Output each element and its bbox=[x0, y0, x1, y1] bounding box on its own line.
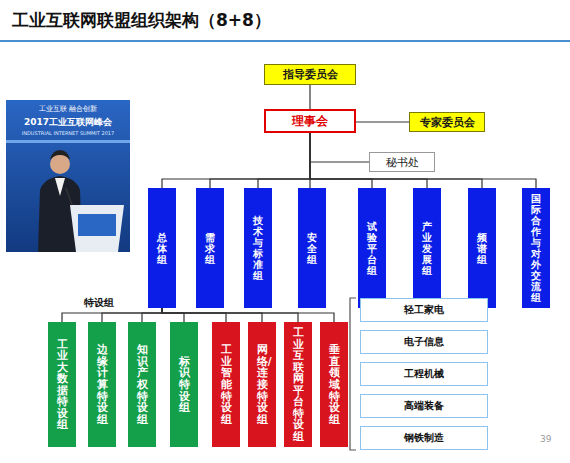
secretariat-box: 秘书处 bbox=[369, 152, 435, 172]
special-group-box: 工业互联网平台特设组 bbox=[284, 322, 312, 447]
connector bbox=[162, 308, 184, 322]
council-box: 理事会 bbox=[264, 109, 356, 133]
working-group-box: 安全组 bbox=[298, 188, 326, 308]
committee-box: 指导委员会 bbox=[264, 64, 356, 85]
photo-text: 2017工业互联网峰会 bbox=[6, 116, 130, 129]
connector bbox=[310, 133, 482, 188]
node-label: 网络/连接特设组 bbox=[257, 344, 268, 425]
node-label: 电子信息 bbox=[404, 335, 444, 349]
working-group-box: 技术与标准组 bbox=[244, 188, 272, 308]
node-label: 工业智能特设组 bbox=[221, 344, 232, 425]
node-label: 产业发展组 bbox=[422, 221, 432, 276]
connector bbox=[210, 133, 310, 188]
microphone bbox=[66, 188, 72, 205]
node-label: 垂直领域特设组 bbox=[329, 344, 340, 425]
special-group-box: 网络/连接特设组 bbox=[248, 322, 276, 447]
photo-text: INDUSTRIAL INTERNET SUMMIT 2017 bbox=[6, 130, 130, 136]
podium bbox=[70, 205, 124, 252]
node-label: 安全组 bbox=[307, 232, 317, 265]
sector-box: 钢铁制造 bbox=[360, 426, 488, 450]
special-group-box: 标识特设组 bbox=[170, 322, 198, 447]
connector bbox=[162, 308, 334, 322]
node-label: 专家委员会 bbox=[420, 115, 475, 130]
working-group-box: 需求组 bbox=[196, 188, 224, 308]
node-label: 理事会 bbox=[292, 113, 328, 130]
connector bbox=[258, 133, 310, 188]
node-label: 高端装备 bbox=[404, 399, 444, 413]
node-label: 技术与标准组 bbox=[253, 215, 263, 281]
connector bbox=[356, 121, 409, 122]
special-group-box: 知识产权特设组 bbox=[128, 322, 156, 447]
page-number: 39 bbox=[540, 434, 551, 444]
node-label: 工业互联网平台特设组 bbox=[293, 327, 304, 442]
node-label: 指导委员会 bbox=[283, 67, 338, 82]
connector bbox=[309, 85, 310, 109]
node-label: 轻工家电 bbox=[404, 303, 444, 317]
bracket bbox=[350, 298, 356, 450]
node-label: 标识特设组 bbox=[179, 356, 190, 414]
title-rule bbox=[0, 40, 570, 42]
connector bbox=[310, 133, 369, 162]
working-group-box: 产业发展组 bbox=[413, 188, 441, 308]
photo-backdrop bbox=[6, 100, 130, 252]
node-label: 工业大数据特设组 bbox=[57, 339, 68, 431]
working-group-box: 国际合作与对外交流组 bbox=[522, 188, 550, 308]
photo-stripe bbox=[6, 140, 130, 143]
special-group-box: 垂直领域特设组 bbox=[320, 322, 348, 447]
node-label: 钢铁制造 bbox=[404, 431, 444, 445]
connector bbox=[310, 133, 536, 188]
special-group-box: 工业智能特设组 bbox=[212, 322, 240, 447]
connector bbox=[162, 308, 262, 322]
group-caption: 特设组 bbox=[84, 296, 114, 310]
podium-panel bbox=[78, 214, 116, 236]
connector bbox=[142, 308, 162, 322]
committee-box: 专家委员会 bbox=[409, 112, 485, 132]
page-title: 工业互联网联盟组织架构（8+8） bbox=[12, 9, 271, 32]
connector bbox=[162, 308, 226, 322]
node-label: 试验平台组 bbox=[367, 221, 377, 276]
node-label: 总体组 bbox=[157, 232, 167, 265]
connector bbox=[162, 133, 310, 188]
special-group-box: 工业大数据特设组 bbox=[48, 322, 76, 447]
node-label: 秘书处 bbox=[386, 155, 419, 170]
connector bbox=[102, 308, 162, 322]
working-group-box: 试验平台组 bbox=[358, 188, 386, 308]
speaker-shirt bbox=[55, 178, 65, 196]
node-label: 频谱组 bbox=[477, 232, 487, 265]
node-label: 知识产权特设组 bbox=[137, 344, 148, 425]
node-label: 工程机械 bbox=[404, 367, 444, 381]
sector-box: 轻工家电 bbox=[360, 298, 488, 322]
working-group-box: 频谱组 bbox=[468, 188, 496, 308]
photo-text: 工业互联 融合创新 bbox=[6, 104, 130, 114]
node-label: 国际合作与对外交流组 bbox=[531, 193, 541, 303]
sector-box: 工程机械 bbox=[360, 362, 488, 386]
sector-box: 电子信息 bbox=[360, 330, 488, 354]
node-label: 边缘计算特设组 bbox=[97, 344, 108, 425]
connector bbox=[162, 308, 298, 322]
node-label: 需求组 bbox=[205, 232, 215, 265]
connector bbox=[310, 133, 372, 188]
connector bbox=[62, 308, 162, 322]
speaker-hair bbox=[50, 150, 70, 160]
sector-box: 高端装备 bbox=[360, 394, 488, 418]
working-group-box: 总体组 bbox=[148, 188, 176, 308]
special-group-box: 边缘计算特设组 bbox=[88, 322, 116, 447]
